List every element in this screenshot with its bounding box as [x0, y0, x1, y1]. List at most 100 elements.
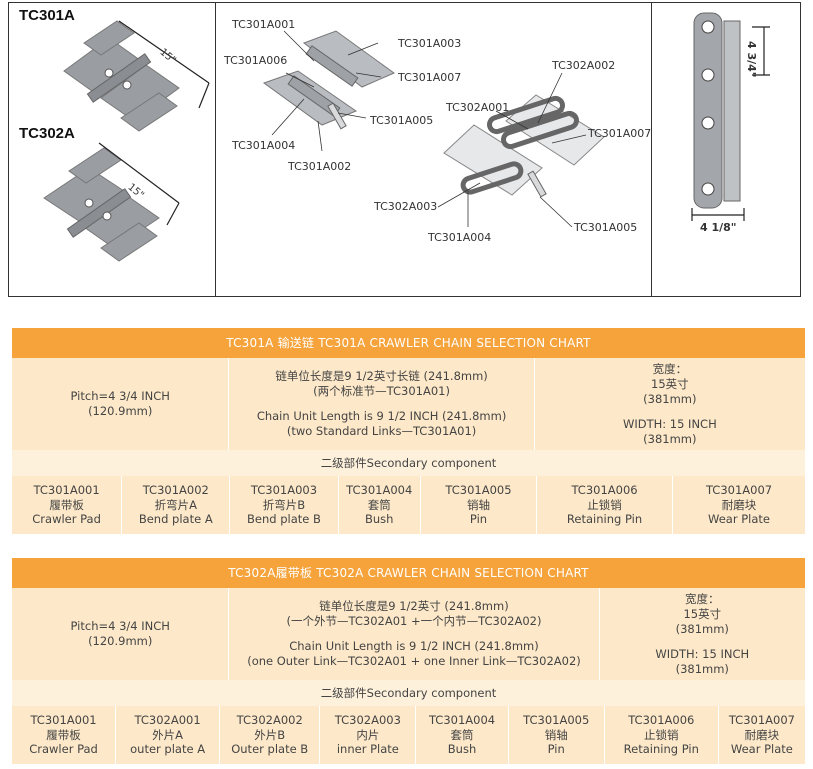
callout: TC302A003	[374, 200, 438, 213]
callout: TC302A002	[552, 59, 616, 72]
side-view-illustration	[691, 12, 770, 221]
part-cn: 套筒	[367, 497, 391, 512]
spec-row: Pitch=4 3/4 INCH (120.9mm) 链单位长度是9 1/2英寸…	[12, 588, 805, 680]
width-en-mm: (381mm)	[643, 431, 697, 446]
part-code: TC301A003	[250, 483, 318, 498]
width-en-mm: (381mm)	[675, 661, 729, 676]
part-code: TC301A004	[346, 483, 413, 498]
pitch-mm: (120.9mm)	[88, 404, 153, 418]
unit-en: Chain Unit Length is 9 1/2 INCH (241.8mm…	[289, 639, 539, 653]
width-en: WIDTH: 15 INCH	[622, 416, 717, 431]
callout: TC301A005	[574, 221, 638, 234]
part-code: TC301A005	[523, 713, 590, 728]
pitch-text: Pitch=4 3/4 INCH	[70, 619, 170, 633]
part-en: Bend plate B	[247, 512, 321, 527]
tc302a-selection-chart: TC302A履带板 TC302A CRAWLER CHAIN SELECTION…	[12, 558, 805, 764]
part-en: Crawler Pad	[29, 742, 98, 757]
part-en: Pin	[469, 512, 488, 527]
width-en: WIDTH: 15 INCH	[655, 646, 750, 661]
part-en: Wear Plate	[708, 512, 770, 527]
part-code: TC301A001	[33, 483, 100, 498]
part-code: TC302A002	[236, 713, 303, 728]
unit-en: Chain Unit Length is 9 1/2 INCH (241.8mm…	[256, 409, 507, 423]
part-cn: 内片	[356, 727, 380, 742]
label-tc301a: TC301A	[19, 7, 75, 24]
unit-en-note: (one Outer Link—TC302A01 + one Inner Lin…	[247, 654, 581, 668]
part-code: TC301A005	[445, 483, 512, 498]
width-cn-value: 15英寸	[651, 376, 689, 391]
part-code: TC302A003	[334, 713, 401, 728]
part-cn: 销轴	[544, 727, 568, 742]
part-cn: 耐磨块	[744, 727, 780, 742]
part-code: TC301A007	[705, 483, 773, 498]
part-code: TC301A006	[571, 483, 638, 498]
part-cn: 耐磨块	[721, 497, 757, 512]
chart-title: TC301A 输送链 TC301A CRAWLER CHAIN SELECTIO…	[12, 328, 805, 358]
unit-cn: 链单位长度是9 1/2英寸长链 (241.8mm)	[275, 369, 488, 383]
part-cn: 销轴	[466, 497, 490, 512]
unit-length-cell: 链单位长度是9 1/2英寸长链 (241.8mm) (两个标准节—TC301A0…	[229, 358, 535, 450]
width-cn-value: 15英寸	[683, 606, 722, 621]
height-dimension: 4 3/4"	[745, 41, 758, 78]
width-cell: 宽度： 15英寸 (381mm) WIDTH: 15 INCH (381mm)	[600, 588, 805, 680]
width-cn-mm: (381mm)	[675, 621, 729, 636]
callout: TC301A006	[224, 54, 288, 67]
callout: TC301A004	[428, 231, 492, 244]
width-cn: 宽度：	[652, 361, 688, 376]
part-cn: 外片A	[152, 727, 184, 742]
exploded-chain-illustration	[262, 30, 605, 228]
part-cn: 外片B	[254, 727, 286, 742]
part-cn: 止锁销	[644, 727, 679, 742]
part-cn: 折弯片A	[154, 497, 197, 512]
callout: TC301A005	[370, 114, 434, 127]
pitch-text: Pitch=4 3/4 INCH	[70, 389, 170, 403]
part-en: Bush	[365, 512, 394, 527]
part-en: outer plate A	[130, 742, 206, 757]
callout: TC301A003	[398, 37, 462, 50]
spec-row: Pitch=4 3/4 INCH (120.9mm) 链单位长度是9 1/2英寸…	[12, 358, 805, 450]
part-en: Bush	[447, 742, 477, 757]
chart-title: TC302A履带板 TC302A CRAWLER CHAIN SELECTION…	[12, 558, 805, 588]
callout: TC301A002	[288, 160, 352, 173]
part-code: TC301A002	[142, 483, 209, 498]
callout: TC301A001	[232, 18, 296, 31]
part-code: TC301A007	[728, 713, 795, 728]
part-code: TC301A004	[428, 713, 496, 728]
unit-cn: 链单位长度是9 1/2英寸 (241.8mm)	[319, 599, 509, 613]
exploded-views-panel: TC301A001 TC301A006 TC301A003 TC301A007 …	[215, 2, 651, 297]
part-en: inner Plate	[336, 742, 399, 757]
part-en: Retaining Pin	[566, 512, 643, 527]
callout: TC301A007	[398, 71, 462, 84]
callout: TC301A004	[232, 139, 296, 152]
part-en: Outer plate B	[231, 742, 309, 757]
part-cn: 履带板	[46, 727, 81, 742]
part-en: Pin	[547, 742, 565, 757]
callout: TC301A007	[588, 127, 652, 140]
part-cn: 套筒	[450, 727, 474, 742]
part-cn: 折弯片B	[262, 497, 306, 512]
part-en: Wear Plate	[730, 742, 793, 757]
unit-cn-note: (一个外节—TC302A01 +一个内节—TC302A02)	[286, 614, 542, 628]
side-view-panel: 4 3/4" 4 1/8"	[651, 2, 801, 297]
width-cn: 宽度：	[685, 591, 720, 606]
width-cn-mm: (381mm)	[643, 391, 697, 406]
part-cn: 止锁销	[587, 497, 622, 512]
width-cell: 宽度： 15英寸 (381mm) WIDTH: 15 INCH (381mm)	[535, 358, 805, 450]
width-dimension: 4 1/8"	[700, 221, 737, 234]
label-tc302a: TC302A	[19, 125, 75, 142]
part-code: TC302A001	[134, 713, 201, 728]
